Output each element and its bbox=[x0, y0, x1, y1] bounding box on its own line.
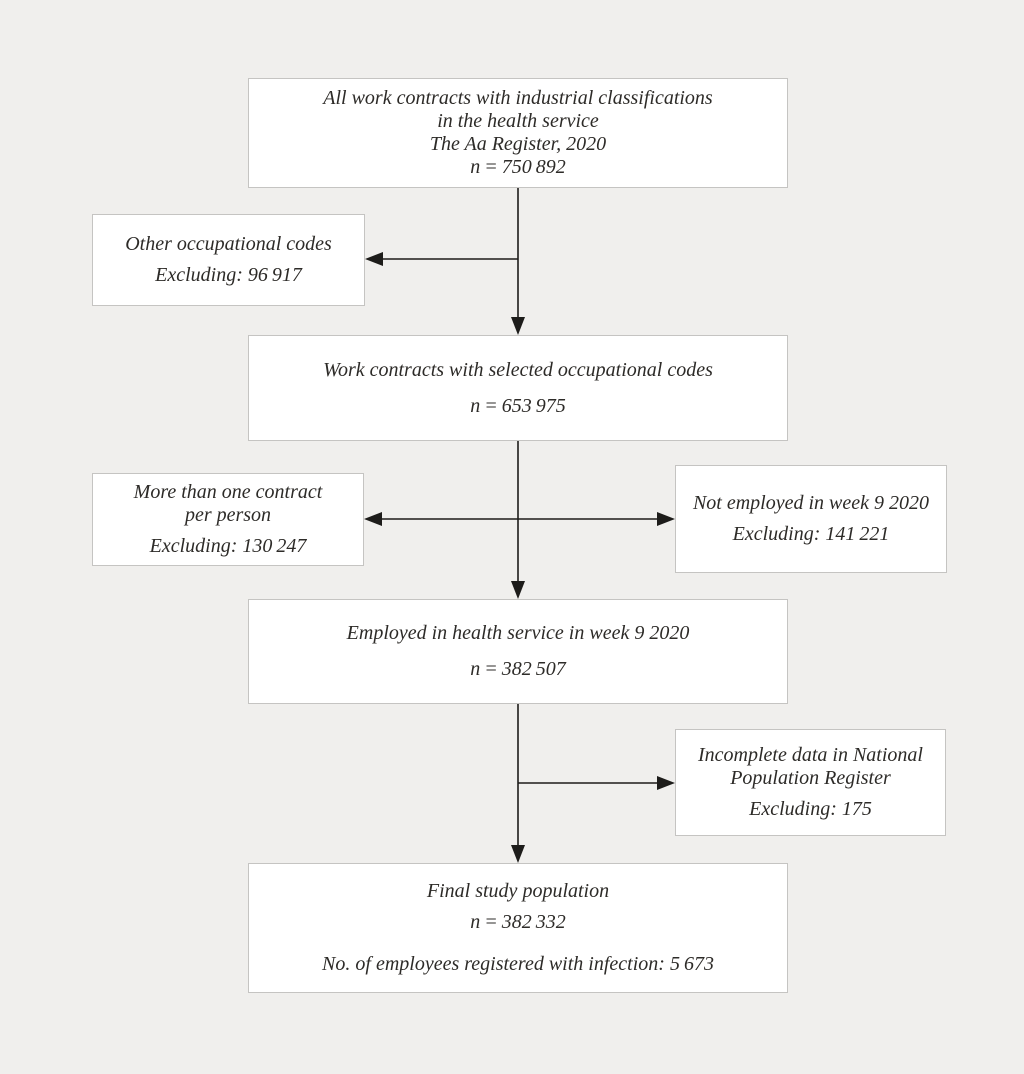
flow-box-count: n = 653 975 bbox=[470, 394, 566, 417]
flow-box-count: Excluding: 175 bbox=[749, 798, 872, 820]
flow-box-incomplete-data: Incomplete data in National Population R… bbox=[675, 729, 946, 836]
flow-box-line: Population Register bbox=[730, 767, 891, 789]
flow-box-line: Incomplete data in National bbox=[698, 744, 923, 766]
flow-box-count: Excluding: 141 221 bbox=[732, 523, 890, 545]
arrowhead-right-not-employed bbox=[657, 512, 675, 526]
flow-box-employed-week9: Employed in health service in week 9 202… bbox=[248, 599, 788, 704]
arrowhead-down-3 bbox=[511, 845, 525, 863]
flow-box-not-employed: Not employed in week 9 2020 Excluding: 1… bbox=[675, 465, 947, 573]
flow-box-line: per person bbox=[184, 504, 272, 526]
flow-box-line: More than one contract bbox=[133, 481, 323, 503]
flow-box-all-contracts: All work contracts with industrial class… bbox=[248, 78, 788, 188]
flow-box-line: Final study population bbox=[426, 880, 610, 902]
arrowhead-down-2 bbox=[511, 581, 525, 599]
flow-box-count: n = 382 507 bbox=[470, 658, 566, 680]
flow-box-final-population: Final study population n = 382 332 No. o… bbox=[248, 863, 788, 993]
flow-box-line: All work contracts with industrial class… bbox=[323, 87, 713, 109]
flow-box-count: Excluding: 96 917 bbox=[155, 264, 302, 286]
flow-box-selected-codes: Work contracts with selected occupationa… bbox=[248, 335, 788, 441]
arrowhead-right-incomplete-data bbox=[657, 776, 675, 790]
flow-box-line: Work contracts with selected occupationa… bbox=[323, 358, 713, 381]
flow-box-line: Employed in health service in week 9 202… bbox=[346, 622, 690, 644]
arrowhead-down-1 bbox=[511, 317, 525, 335]
arrowhead-left-multi-contract bbox=[364, 512, 382, 526]
flow-box-count: n = 382 332 bbox=[470, 911, 566, 933]
flow-box-line: Other occupational codes bbox=[125, 233, 332, 255]
flow-box-line: Not employed in week 9 2020 bbox=[692, 492, 930, 514]
flow-box-line: The Aa Register, 2020 bbox=[429, 133, 607, 155]
flow-box-count: n = 750 892 bbox=[470, 156, 566, 178]
flow-box-other-codes: Other occupational codes Excluding: 96 9… bbox=[92, 214, 365, 306]
flow-box-count: Excluding: 130 247 bbox=[149, 535, 307, 557]
flow-box-line: in the health service bbox=[437, 110, 599, 132]
flow-box-line: No. of employees registered with infecti… bbox=[322, 953, 714, 975]
flow-box-multi-contract: More than one contract per person Exclud… bbox=[92, 473, 364, 566]
arrowhead-left-other-codes bbox=[365, 252, 383, 266]
